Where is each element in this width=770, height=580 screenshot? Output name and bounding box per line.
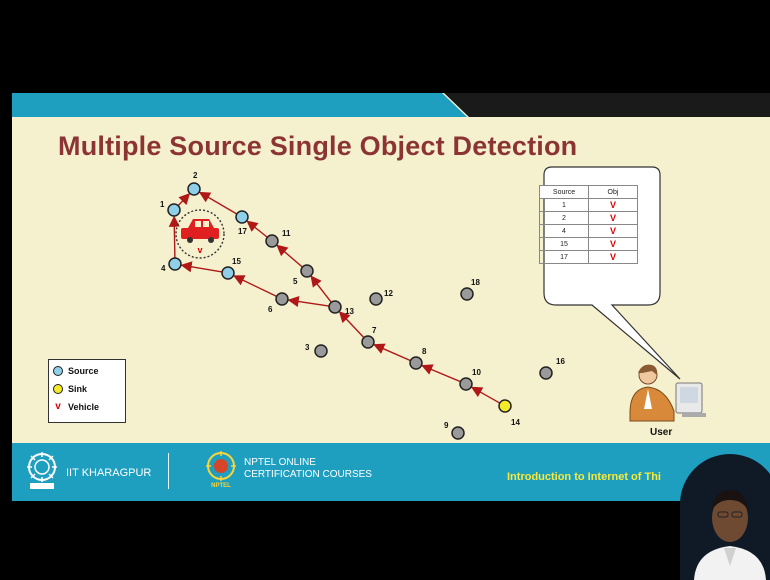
node-12 (369, 292, 383, 306)
legend-item-vehicle: v Vehicle (53, 401, 99, 412)
node-label-5: 5 (293, 277, 298, 286)
node-4 (168, 257, 182, 271)
vehicle-mark: v (197, 245, 202, 255)
table-cell-source: 15 (539, 237, 589, 251)
legend-item-source: Source (53, 366, 99, 376)
node-14 (498, 399, 512, 413)
table-cell-source: 2 (539, 211, 589, 225)
user-icon (629, 364, 706, 422)
vehicle-symbol: v (55, 401, 61, 412)
node-3 (314, 344, 328, 358)
table-cell-source: 17 (539, 250, 589, 264)
edge-arrow-10-8 (421, 364, 461, 383)
node-9 (451, 426, 465, 440)
table-cell-obj: V (588, 224, 638, 238)
edge-arrow-1-2 (177, 193, 191, 207)
nptel-logo-icon: NPTEL (206, 451, 236, 493)
slide: Multiple Source Single Object Detection … (12, 93, 770, 501)
table-cell-obj: V (588, 237, 638, 251)
edge-arrow-8-7 (373, 343, 411, 362)
table-cell-obj: V (588, 250, 638, 264)
course-title: Introduction to Internet of Thi (507, 471, 661, 483)
presenter-webcam (680, 454, 770, 580)
institute-name: IIT KHARAGPUR (66, 467, 152, 479)
node-label-15: 15 (232, 257, 241, 266)
node-6 (275, 292, 289, 306)
edge-arrow-7-13 (338, 311, 365, 339)
node-8 (409, 356, 423, 370)
table-cell-obj: V (588, 211, 638, 225)
node-label-7: 7 (372, 326, 377, 335)
legend-label: Source (68, 366, 99, 376)
node-label-2: 2 (193, 171, 198, 180)
sink-swatch-icon (53, 384, 63, 394)
node-1 (167, 203, 181, 217)
node-10 (459, 377, 473, 391)
edge-arrow-15-4 (180, 261, 223, 273)
table-cell-source: 4 (539, 224, 589, 238)
node-13 (328, 300, 342, 314)
node-17 (235, 210, 249, 224)
footer-band: IIT KHARAGPUR NPTEL NPTEL ONLINE CERTIFI… (12, 443, 770, 501)
edge-arrow-11-17 (246, 220, 268, 238)
nptel-subtitle: CERTIFICATION COURSES (244, 469, 372, 480)
node-label-9: 9 (444, 421, 449, 430)
legend: Source Sink v Vehicle (48, 359, 126, 423)
car-icon: v (175, 209, 225, 259)
edge-arrow-17-2 (198, 191, 238, 215)
node-11 (265, 234, 279, 248)
node-label-10: 10 (472, 368, 481, 377)
nptel-logo-text: NPTEL (211, 483, 231, 489)
footer-divider (168, 453, 169, 489)
edge-arrow-5-11 (276, 244, 303, 268)
node-label-13: 13 (345, 307, 354, 316)
table-cell-obj: V (588, 198, 638, 212)
table-cell-source: 1 (539, 198, 589, 212)
node-2 (187, 182, 201, 196)
node-label-8: 8 (422, 347, 427, 356)
node-label-14: 14 (511, 418, 520, 427)
node-label-12: 12 (384, 289, 393, 298)
edge-arrow-13-5 (310, 275, 332, 303)
legend-item-sink: Sink (53, 384, 87, 394)
source-swatch-icon (53, 366, 63, 376)
node-18 (460, 287, 474, 301)
node-label-17: 17 (238, 227, 247, 236)
node-label-6: 6 (268, 305, 273, 314)
node-5 (300, 264, 314, 278)
node-label-3: 3 (305, 343, 310, 352)
node-7 (361, 335, 375, 349)
node-label-1: 1 (160, 200, 165, 209)
edge-arrow-14-10 (470, 386, 501, 404)
node-16 (539, 366, 553, 380)
node-label-4: 4 (161, 264, 166, 273)
user-label: User (650, 427, 673, 438)
edge-arrow-6-15 (233, 275, 277, 298)
node-label-16: 16 (556, 357, 565, 366)
iit-logo-icon (27, 452, 57, 489)
top-band (12, 93, 770, 117)
node-label-18: 18 (471, 278, 480, 287)
node-15 (221, 266, 235, 280)
table-header-source: Source (539, 185, 589, 199)
nptel-title: NPTEL ONLINE (244, 457, 316, 468)
edge-arrow-13-6 (287, 295, 330, 308)
table-header-obj: Obj (588, 185, 638, 199)
legend-label: Vehicle (68, 401, 100, 412)
node-label-11: 11 (282, 229, 291, 238)
legend-label: Sink (68, 384, 88, 394)
slide-title: Multiple Source Single Object Detection (58, 131, 578, 161)
edge-arrow-4-1 (168, 215, 180, 259)
